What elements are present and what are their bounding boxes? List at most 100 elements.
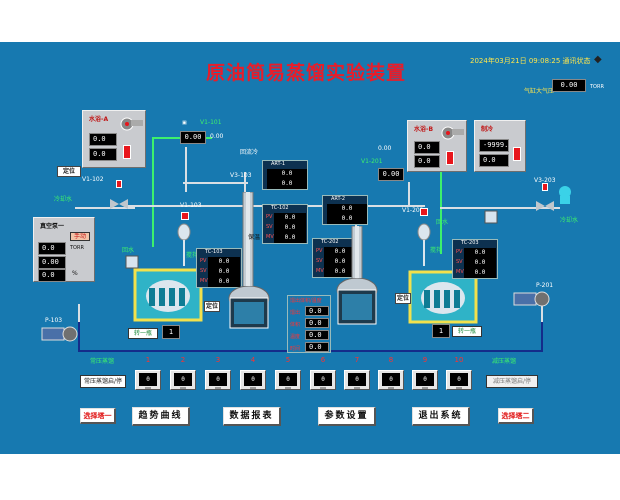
v1-102-tag: V1-102 bbox=[82, 176, 104, 183]
pipe-pump-right bbox=[541, 292, 543, 322]
fraction-number: 2 bbox=[180, 356, 186, 364]
right-start-stop[interactable]: 减压蒸馏启/停 bbox=[486, 375, 538, 388]
distillate-row-1: 0.0 bbox=[305, 318, 329, 328]
pump-icon[interactable] bbox=[512, 289, 552, 309]
water-bath-b-value1: 0.0 bbox=[414, 141, 440, 154]
water-out-right: 回水 bbox=[436, 219, 449, 226]
fraction-monitor[interactable]: 0 bbox=[170, 370, 196, 390]
tc-103-title: TC-103 bbox=[205, 249, 223, 255]
fraction-monitor[interactable]: 0 bbox=[412, 370, 438, 390]
pipe-pump-left bbox=[78, 304, 80, 322]
fraction-number: 9 bbox=[422, 356, 428, 364]
water-out-left: 回水 bbox=[122, 247, 135, 254]
chiller-indicator bbox=[513, 147, 521, 161]
v1-103-actuator bbox=[181, 212, 189, 220]
tc-202-pv: 0.0 bbox=[324, 247, 356, 257]
flask-left-value: 1 bbox=[162, 325, 180, 339]
fraction-value: 0 bbox=[244, 373, 262, 386]
chiller-panel: 制冷 -9999.0 0.0 bbox=[474, 120, 526, 172]
tc-102-sv-key: SV bbox=[266, 224, 273, 230]
monitor-stand bbox=[250, 387, 256, 389]
chiller-title: 制冷 bbox=[481, 126, 494, 133]
pressure-unit: TORR bbox=[590, 84, 604, 90]
select-tower1-button[interactable]: 选择塔一 bbox=[80, 408, 116, 424]
fraction-number: 10 bbox=[454, 356, 464, 364]
art-2-panel: ART-2 0.0 0.0 bbox=[322, 195, 368, 225]
fraction-value: 0 bbox=[314, 373, 332, 386]
fraction-monitor[interactable]: 0 bbox=[135, 370, 161, 390]
pipe-green-right bbox=[440, 134, 442, 254]
rotate-right-button[interactable]: 转一瓶 bbox=[452, 326, 482, 337]
v1-103-tag: V1-103 bbox=[180, 202, 202, 209]
monitor-stand bbox=[388, 387, 394, 389]
p-201-tag: P-201 bbox=[536, 282, 554, 289]
tc-103-mv-key: MV bbox=[200, 278, 208, 284]
fraction-value: 0 bbox=[450, 373, 468, 386]
tc-202-mv: 0.0 bbox=[324, 267, 356, 277]
monitor-stand bbox=[285, 387, 291, 389]
pump-icon bbox=[441, 126, 464, 140]
tc-202-title: TC-202 bbox=[321, 239, 339, 245]
monitor-stand bbox=[180, 387, 186, 389]
water-bath-a-indicator bbox=[123, 145, 131, 159]
globe-icon[interactable]: ◆ bbox=[594, 54, 602, 65]
water-bath-a-title: 水浴-A bbox=[89, 116, 109, 123]
water-bath-a-value2: 0.0 bbox=[89, 148, 117, 161]
v1-201-value: 0.00 bbox=[378, 168, 404, 181]
v1-101-value: 0.00 bbox=[180, 131, 206, 144]
tc-103-mv: 0.0 bbox=[208, 277, 240, 287]
cold-water-right: 冷却水 bbox=[560, 217, 579, 224]
fraction-number: 7 bbox=[354, 356, 360, 364]
tc-102-mv-key: MV bbox=[266, 234, 274, 240]
vacuum-value1: 0.0 bbox=[38, 242, 66, 255]
fraction-monitor[interactable]: 0 bbox=[275, 370, 301, 390]
distillate-label-3: 时间 bbox=[290, 346, 301, 352]
fraction-value: 0 bbox=[348, 373, 366, 386]
pipe-green-left bbox=[152, 137, 154, 247]
vacuum-percent: % bbox=[72, 270, 78, 277]
fraction-monitor[interactable]: 0 bbox=[310, 370, 336, 390]
fraction-monitor[interactable]: 0 bbox=[378, 370, 404, 390]
trend-curve-button[interactable]: 趋势曲线 bbox=[132, 407, 190, 426]
vacuum-title: 真空泵一 bbox=[40, 223, 65, 230]
vacuum-manual[interactable]: 手动 bbox=[70, 232, 90, 241]
tc-102-mv: 0.0 bbox=[274, 233, 306, 243]
v3-103-tag: V3-103 bbox=[230, 172, 252, 179]
stop-mid-label[interactable]: 定位 bbox=[204, 301, 220, 312]
distillate-title: 馏出体积/温度 bbox=[290, 298, 322, 304]
select-tower2-button[interactable]: 选择塔二 bbox=[498, 408, 534, 424]
fraction-monitor[interactable]: 0 bbox=[205, 370, 231, 390]
valve-icon[interactable] bbox=[110, 197, 128, 211]
data-report-button[interactable]: 数据报表 bbox=[223, 407, 281, 426]
distillate-row-3: 0.0 bbox=[305, 342, 329, 352]
parameter-settings-button[interactable]: 参数设置 bbox=[318, 407, 376, 426]
vacuum-panel: 真空泵一 手动 TORR 0.0 0.00 0.0 % bbox=[33, 217, 95, 282]
pump-icon[interactable] bbox=[556, 182, 574, 206]
tc-103-sv: 0.0 bbox=[208, 267, 240, 277]
water-bath-b-value2: 0.0 bbox=[414, 155, 440, 168]
art-2-title: ART-2 bbox=[331, 196, 346, 202]
fraction-monitor[interactable]: 0 bbox=[446, 370, 472, 390]
condenser-label: 回流冷 bbox=[240, 149, 259, 156]
fraction-value: 0 bbox=[139, 373, 157, 386]
stop-right-label[interactable]: 定位 bbox=[395, 293, 411, 304]
rotate-left-button[interactable]: 转一瓶 bbox=[128, 328, 158, 339]
column-icon bbox=[242, 192, 254, 292]
tank-icon bbox=[484, 210, 498, 224]
datetime-status: 2024年03月21日 09:08:25 通讯状态 bbox=[470, 57, 591, 65]
vacuum-value2: 0.00 bbox=[38, 256, 66, 269]
tc-102-title: TC-102 bbox=[271, 205, 289, 211]
exit-system-button[interactable]: 退出系统 bbox=[412, 407, 470, 426]
column-1-label: 保温 bbox=[248, 234, 261, 241]
art-2-value2: 0.0 bbox=[327, 214, 367, 224]
valve-icon[interactable] bbox=[536, 199, 554, 213]
fraction-number: 5 bbox=[285, 356, 291, 364]
tc-203-sv-key: SV bbox=[456, 259, 463, 265]
fraction-monitor[interactable]: 0 bbox=[344, 370, 370, 390]
fraction-monitor[interactable]: 0 bbox=[240, 370, 266, 390]
pump-icon[interactable] bbox=[40, 324, 80, 344]
left-start-stop[interactable]: 常压蒸馏启/停 bbox=[80, 375, 126, 388]
fraction-value: 0 bbox=[174, 373, 192, 386]
stop-left-label[interactable]: 定位 bbox=[57, 166, 81, 177]
